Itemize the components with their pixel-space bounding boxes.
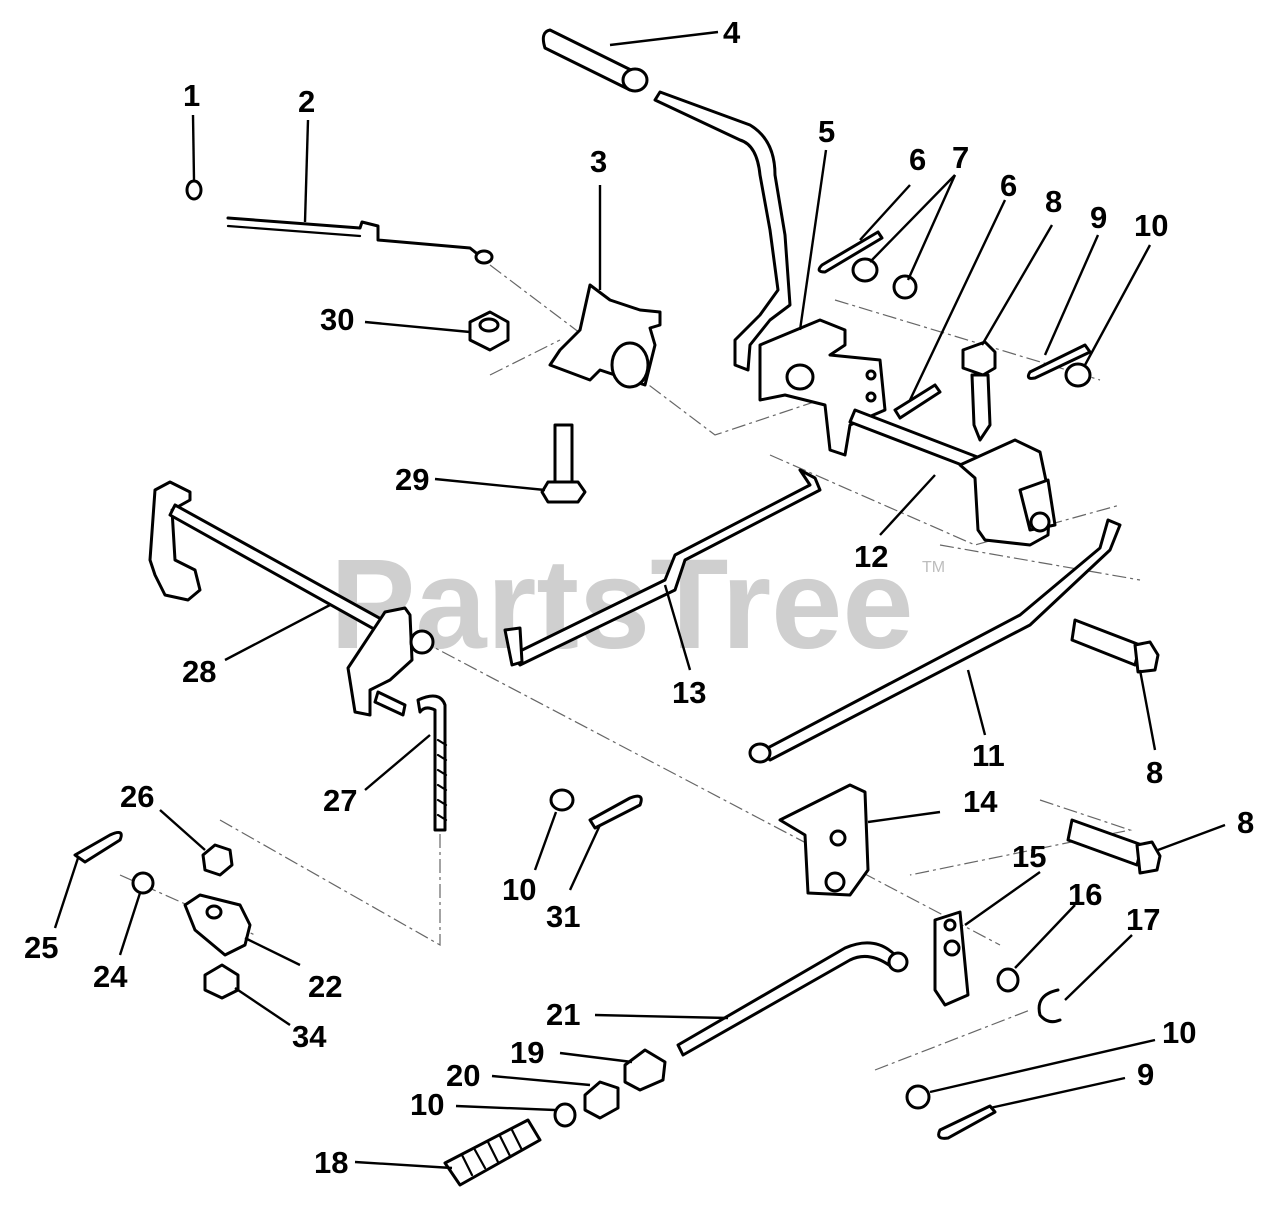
callout-14: 14 (963, 784, 998, 819)
callout-19: 19 (510, 1035, 544, 1070)
part-15-link (933, 910, 970, 1007)
watermark-trademark: TM (922, 559, 945, 576)
part-9-cotter-pin-lower (937, 1104, 997, 1140)
part-21-rod (676, 941, 909, 1057)
callout-8c: 8 (1237, 805, 1254, 840)
callout-34: 34 (292, 1019, 327, 1054)
callout-13: 13 (672, 675, 706, 710)
part-2-rod (226, 216, 494, 265)
part-27-eye-bolt (416, 694, 448, 832)
callout-8b: 8 (1146, 755, 1163, 790)
callout-10a: 10 (1134, 208, 1168, 243)
part-18-spring (443, 1118, 542, 1187)
part-6-cotter-pin-lower (893, 383, 942, 420)
callout-12: 12 (854, 539, 888, 574)
callout-10c: 10 (1162, 1015, 1196, 1050)
part-34-nut (203, 963, 240, 1000)
part-24-washer (131, 871, 155, 895)
part-13-rod (503, 468, 822, 667)
part-28-cross-shaft (148, 480, 435, 717)
part-8-bolt-top (961, 340, 997, 442)
part-29-bolt (540, 423, 587, 504)
callout-5: 5 (818, 114, 835, 149)
callout-10b: 10 (502, 872, 536, 907)
part-12-shaft (848, 408, 982, 472)
part-11-rod (748, 518, 1122, 764)
callout-6b: 6 (1000, 168, 1017, 203)
callout-30: 30 (320, 302, 354, 337)
callout-labels: 1 2 3 4 5 6 7 6 8 9 10 30 29 12 28 13 11… (24, 15, 1254, 1180)
callout-25: 25 (24, 930, 58, 965)
part-30-nut (468, 310, 510, 352)
part-10-washer-lower (553, 1102, 577, 1128)
callout-10d: 10 (410, 1087, 444, 1122)
callout-15: 15 (1012, 839, 1046, 874)
callout-21: 21 (546, 997, 580, 1032)
part-10-washer-top (1064, 362, 1092, 388)
callout-9a: 9 (1090, 200, 1107, 235)
callout-2: 2 (298, 84, 315, 119)
part-6-cotter-pin-top (817, 230, 884, 274)
callout-16: 16 (1068, 877, 1102, 912)
callout-18: 18 (314, 1145, 348, 1180)
part-4-grip (541, 28, 649, 93)
callout-7: 7 (952, 140, 969, 175)
callout-4: 4 (723, 15, 741, 50)
part-19-nut (623, 1048, 667, 1092)
callout-24: 24 (93, 959, 128, 994)
part-26-nut (201, 843, 234, 877)
alignment-lines (119, 264, 1141, 1071)
callout-3: 3 (590, 144, 607, 179)
part-7-washers (851, 257, 918, 300)
part-3-bracket (548, 283, 662, 389)
part-10-washer-lower-right (905, 1084, 931, 1110)
part-14-bracket (778, 783, 870, 897)
lift-lever-handle (653, 90, 792, 372)
part-17-clip (1037, 988, 1062, 1024)
callout-1: 1 (183, 78, 200, 113)
callout-9b: 9 (1137, 1057, 1154, 1092)
part-25-hair-pin (73, 830, 123, 864)
callout-11: 11 (972, 738, 1005, 773)
callout-17: 17 (1126, 902, 1160, 937)
callout-20: 20 (446, 1058, 480, 1093)
part-20-nut (583, 1080, 620, 1120)
part-8-bolt-right (1070, 618, 1160, 674)
part-22-swivel (183, 893, 252, 957)
callout-28: 28 (182, 654, 216, 689)
part-31-hair-pin (588, 794, 643, 830)
callout-29: 29 (395, 462, 429, 497)
part-8-bolt-lower (1066, 818, 1162, 875)
part-12-bracket (958, 438, 1057, 547)
callout-8a: 8 (1045, 184, 1062, 219)
part-9-cotter-pin-top (1026, 343, 1092, 380)
part-10-washer-middle (549, 788, 575, 812)
callout-22: 22 (308, 969, 342, 1004)
callout-27: 27 (323, 783, 357, 818)
leader-lines (53, 30, 1226, 1170)
callout-6a: 6 (909, 142, 926, 177)
part-16-washer (996, 967, 1020, 993)
part-1-cap (185, 179, 203, 201)
callout-26: 26 (120, 779, 154, 814)
part-5-pivot-bracket (758, 318, 887, 457)
callout-31: 31 (546, 899, 580, 934)
